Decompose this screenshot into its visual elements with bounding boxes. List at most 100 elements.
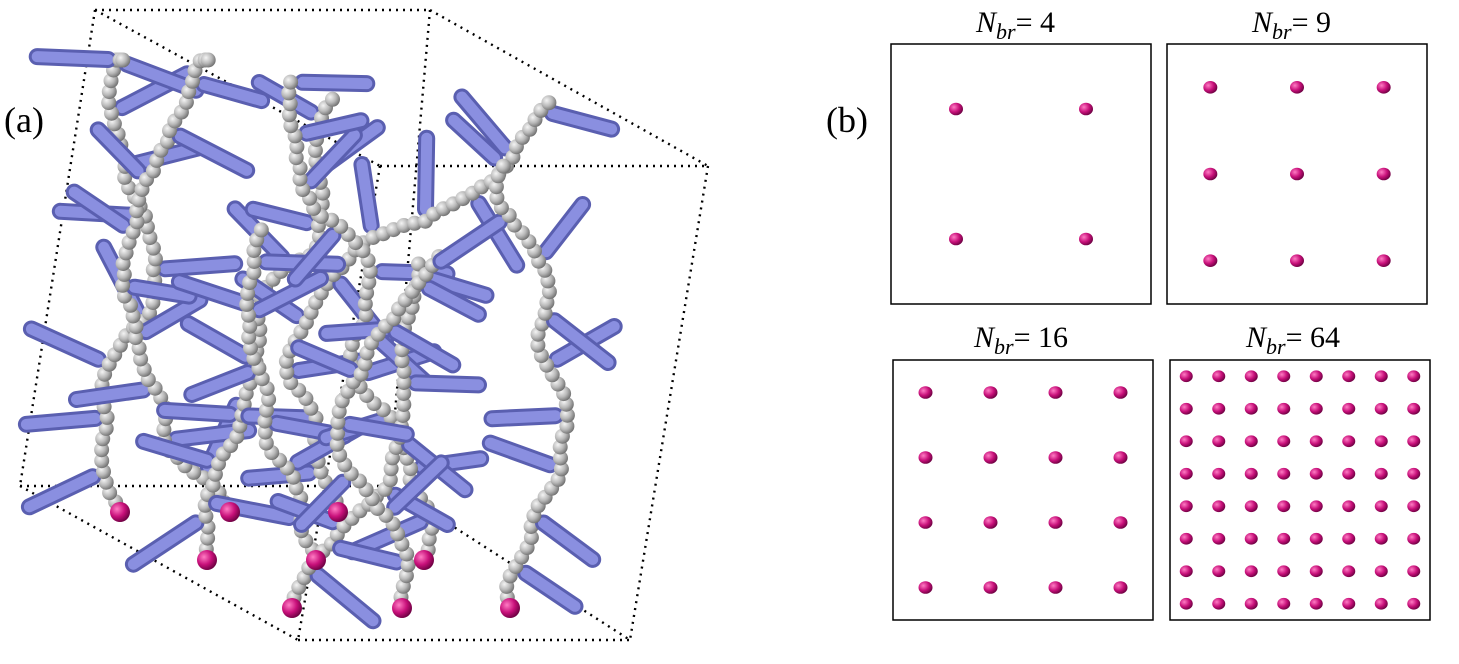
grafting-point bbox=[1113, 451, 1128, 464]
grafting-point bbox=[1290, 254, 1304, 267]
grafting-point bbox=[1342, 467, 1356, 480]
grafting-point bbox=[1374, 597, 1388, 610]
grafting-point bbox=[1309, 467, 1323, 480]
grafting-point bbox=[983, 581, 998, 594]
grafting-point bbox=[1113, 386, 1128, 399]
mesogen-rod-highlight bbox=[31, 51, 114, 65]
spacer-bead bbox=[116, 266, 132, 282]
spacer-bead bbox=[330, 414, 346, 430]
grafting-point bbox=[1374, 370, 1388, 383]
spacer-bead bbox=[559, 407, 575, 423]
grafting-point bbox=[918, 451, 933, 464]
mesogen-rod-highlight bbox=[127, 517, 202, 570]
spacer-bead bbox=[292, 171, 308, 187]
grid-nbr-64: Nbr= 64 bbox=[1169, 321, 1431, 621]
grid-title: Nbr= 9 bbox=[1251, 6, 1331, 44]
grid-frame bbox=[1169, 359, 1431, 621]
grafting-point bbox=[1374, 435, 1388, 448]
grafting-point bbox=[1309, 597, 1323, 610]
grafting-point bbox=[1407, 532, 1421, 545]
grafting-point bbox=[1309, 402, 1323, 415]
grafting-point bbox=[1277, 370, 1291, 383]
spacer-bead bbox=[396, 397, 412, 412]
grafting-point bbox=[1309, 500, 1323, 513]
anchor-bead bbox=[414, 550, 434, 570]
spacer-bead bbox=[394, 353, 410, 369]
grafting-point bbox=[1374, 565, 1388, 578]
mesogen-rod-highlight bbox=[312, 569, 379, 627]
grafting-point bbox=[1277, 435, 1291, 448]
grafting-point bbox=[1277, 532, 1291, 545]
grafting-point bbox=[1203, 254, 1218, 267]
mesogen-rod-highlight bbox=[547, 107, 618, 135]
mesogen-rod-highlight bbox=[435, 216, 505, 267]
mesogen-rod-highlight bbox=[173, 276, 252, 310]
grafting-point bbox=[1203, 81, 1218, 94]
grafting-point bbox=[1407, 500, 1421, 513]
mesogen-rod-highlight bbox=[92, 124, 144, 177]
grafting-point bbox=[1407, 597, 1421, 610]
grafting-point bbox=[1079, 232, 1093, 246]
mesogen-rod-highlight bbox=[71, 384, 149, 405]
grafting-point bbox=[1290, 81, 1304, 94]
mesogen-rod-highlight bbox=[473, 198, 523, 271]
spacer-bead bbox=[200, 52, 216, 68]
grafting-point bbox=[1048, 451, 1063, 464]
spacer-bead bbox=[357, 296, 373, 312]
grafting-point bbox=[918, 516, 933, 529]
grafting-point bbox=[1376, 254, 1391, 267]
grafting-point bbox=[1048, 386, 1063, 399]
spacer-bead bbox=[246, 254, 262, 269]
grafting-point bbox=[1374, 500, 1388, 513]
mesogen-rod-highlight bbox=[68, 186, 129, 231]
spacer-bead bbox=[396, 375, 412, 390]
grafting-point bbox=[1342, 597, 1356, 610]
grafting-point bbox=[1212, 500, 1226, 513]
grafting-point bbox=[949, 232, 963, 246]
mesogen-rod-highlight bbox=[456, 91, 511, 154]
mesogen-rod-highlight bbox=[289, 230, 339, 285]
anchor-bead bbox=[197, 550, 217, 570]
grafting-point bbox=[1079, 102, 1093, 116]
grafting-point bbox=[1244, 532, 1258, 545]
grafting-point bbox=[1244, 435, 1258, 448]
mesogen-rod-highlight bbox=[159, 258, 241, 275]
mesogen-rod-highlight bbox=[128, 281, 195, 302]
grafting-point bbox=[1277, 597, 1291, 610]
mesogen-rod-highlight bbox=[538, 517, 599, 565]
mesogen-rod-highlight bbox=[140, 294, 206, 338]
mesogen-rod-highlight bbox=[293, 342, 356, 375]
mesogen-rod-highlight bbox=[540, 199, 589, 258]
spacer-bead bbox=[383, 461, 399, 477]
polymer-brush bbox=[17, 48, 623, 630]
mesogen-rod-highlight bbox=[484, 437, 556, 471]
grafting-point bbox=[1342, 402, 1356, 415]
spacer-bead bbox=[530, 337, 546, 353]
grid-frame bbox=[890, 43, 1152, 305]
grafting-point bbox=[1290, 167, 1304, 181]
grafting-point bbox=[1309, 435, 1323, 448]
mesogen-rod-highlight bbox=[344, 418, 412, 440]
grafting-point bbox=[1342, 532, 1356, 545]
spacer-bead bbox=[242, 318, 258, 334]
grafting-point bbox=[1244, 500, 1258, 513]
mesogen-rod-highlight bbox=[174, 130, 253, 176]
grafting-point bbox=[1113, 516, 1128, 529]
panel-a-label: (a) bbox=[4, 100, 44, 140]
spacer-bead bbox=[330, 425, 346, 441]
spacer-bead bbox=[94, 453, 110, 469]
mesogen-rod-highlight bbox=[410, 377, 484, 391]
spacer-bead bbox=[361, 274, 377, 290]
spacer-bead bbox=[553, 461, 569, 477]
grafting-point bbox=[1342, 565, 1356, 578]
panel-a: (a) bbox=[4, 8, 710, 642]
spacer-bead bbox=[395, 408, 411, 423]
grid-title: Nbr= 4 bbox=[975, 6, 1055, 44]
grafting-point bbox=[1179, 467, 1193, 480]
spacer-bead bbox=[200, 530, 216, 546]
mesogen-rod-highlight bbox=[390, 326, 459, 371]
mesogen-rod-highlight bbox=[296, 476, 349, 530]
grafting-point bbox=[918, 581, 933, 594]
grafting-point bbox=[1212, 402, 1226, 415]
grafting-point bbox=[1244, 467, 1258, 480]
